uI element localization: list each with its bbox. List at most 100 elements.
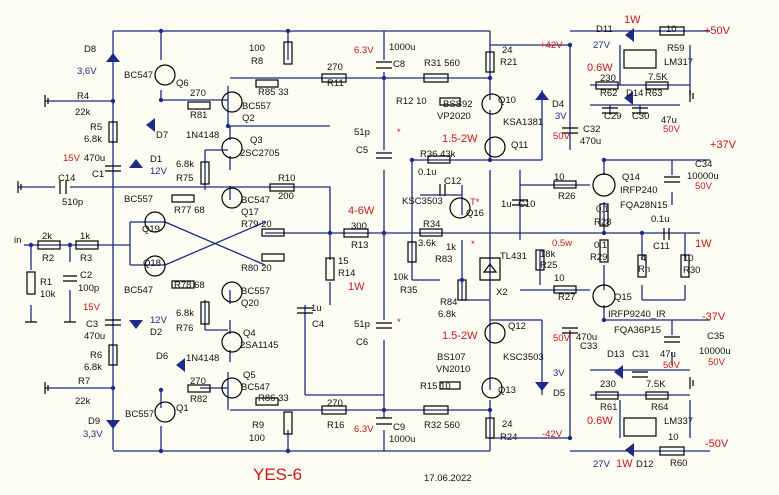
zener-D8 [106,53,120,62]
label-Q10b: VP2020 [437,111,471,122]
label-D11v: 27V [593,40,611,51]
resistor-R77 [171,194,195,203]
label-R14v: 15 [338,256,349,267]
label-R84n: R84 [440,297,457,308]
label-D8: 3,6V [77,66,97,77]
label-C35u: 10000u [699,346,731,357]
label-D6v: 1N4148 [186,353,219,364]
label-R82n: R82 [190,394,207,405]
diode-D13 [614,365,623,379]
label-R75v: 6.8k [176,159,194,170]
label-P1W: 1W [348,281,365,293]
resistor-R12 [439,97,461,106]
label-R30v: 10 [683,253,694,264]
transistor-Q13 [481,377,503,399]
label-C10u: 1u [501,199,512,210]
label-R15: R15 10 [420,381,451,392]
transistor-Q14 [592,173,616,197]
label-P152a: 1.5-2W [442,133,478,145]
resistor-R21 [485,51,495,73]
regulator-LM337 [623,417,657,437]
resistor-R16 [321,405,347,415]
label-R4: 22k [75,107,91,118]
label-C5a: 51p [354,127,370,138]
label-C30n: C30 [632,111,649,122]
label-Q2n: Q2 [242,113,255,124]
resistor-R76 [200,301,210,325]
label-C3u: 470u [84,331,105,342]
transistor-Q11 [484,136,506,158]
capacitor-C35 [664,336,680,343]
label-R26v: 10 [554,172,565,183]
label-R79: R79 20 [241,219,272,230]
label-Q14t: IRFP240 [620,185,658,196]
label-C30v: 50V [663,124,681,135]
tl431-X2 [479,257,501,281]
capacitor-C1 [105,165,121,172]
capacitor-C29 [602,107,618,114]
label-C32v: 50V [553,131,571,142]
label-W06a: 0.6W [587,62,613,74]
label-R27v: 10 [554,273,565,284]
diode-D6 [176,358,185,372]
label-Q12t: KSC3503 [503,352,544,363]
label-R14n: R14 [338,268,355,279]
label-D4n: D4 [552,99,564,110]
label-C31u: 47u [660,349,676,360]
capacitor-C10 [512,199,528,206]
label-Tst: T* [470,197,480,208]
label-W1R: 1W [695,238,712,250]
label-Rn4: 4 [641,253,646,264]
label-R10n: R10 [278,173,295,184]
label-C11u: 0.1u [651,214,670,225]
transistor-Q6 [154,64,176,86]
label-R24n: R24 [500,432,517,443]
label-R25k: 18k [540,249,556,260]
diode-D14 [624,91,633,105]
label-LM337: LM337 [664,416,693,427]
label-R60n: R60 [670,458,687,469]
label-R21v: 24 [502,45,513,56]
label-R6n: R6 [90,350,102,361]
label-Q15n: Q15 [614,292,632,303]
asterisk: * [397,317,401,328]
label-m50: -50V [705,438,729,450]
label-m37: -37V [702,311,726,323]
label-Q14n: Q14 [622,172,640,183]
label-Q12n: Q12 [508,321,526,332]
label-R13n: R13 [351,240,368,251]
resistor-R29 [599,239,609,263]
label-R16v: 270 [327,398,343,409]
label-R13v: 300 [351,221,367,232]
label-D11n: D11 [596,24,613,35]
label-C1u: 470u [84,153,105,164]
label-C10n: C10 [518,199,535,210]
label-Q1t: BC557 [125,409,154,420]
label-R77: R77 68 [174,205,205,216]
label-D1n: D1 [150,154,162,165]
label-R5: 6.8k [84,134,102,145]
label-R1n: R1 [40,277,52,288]
label-C32u: 470u [580,136,601,147]
label-D6n: D6 [156,351,168,362]
resistor-R59 [659,26,685,36]
label-m42: -42V [542,429,563,440]
transistors [144,64,616,423]
resistor-R11 [321,73,347,83]
resistor-R78 [171,280,195,289]
capacitor-C11 [663,228,670,240]
resistor-R32 [423,405,449,415]
label-R28n: R28 [594,217,611,228]
label-R1: 10k [40,289,56,300]
label-R5n: R5 [90,122,102,133]
resistor-R36 [427,155,451,164]
label-R9n: R9 [252,420,264,431]
label-Rn: Rn [638,264,650,275]
label-C33v: 50V [553,333,571,344]
label-R30n: R30 [683,265,700,276]
resistor-R80 [261,253,285,262]
label-Q6n: Q6 [176,78,189,89]
label-C3v: 15V [83,302,101,313]
junctions [28,28,645,454]
resistor-R28 [599,203,609,227]
